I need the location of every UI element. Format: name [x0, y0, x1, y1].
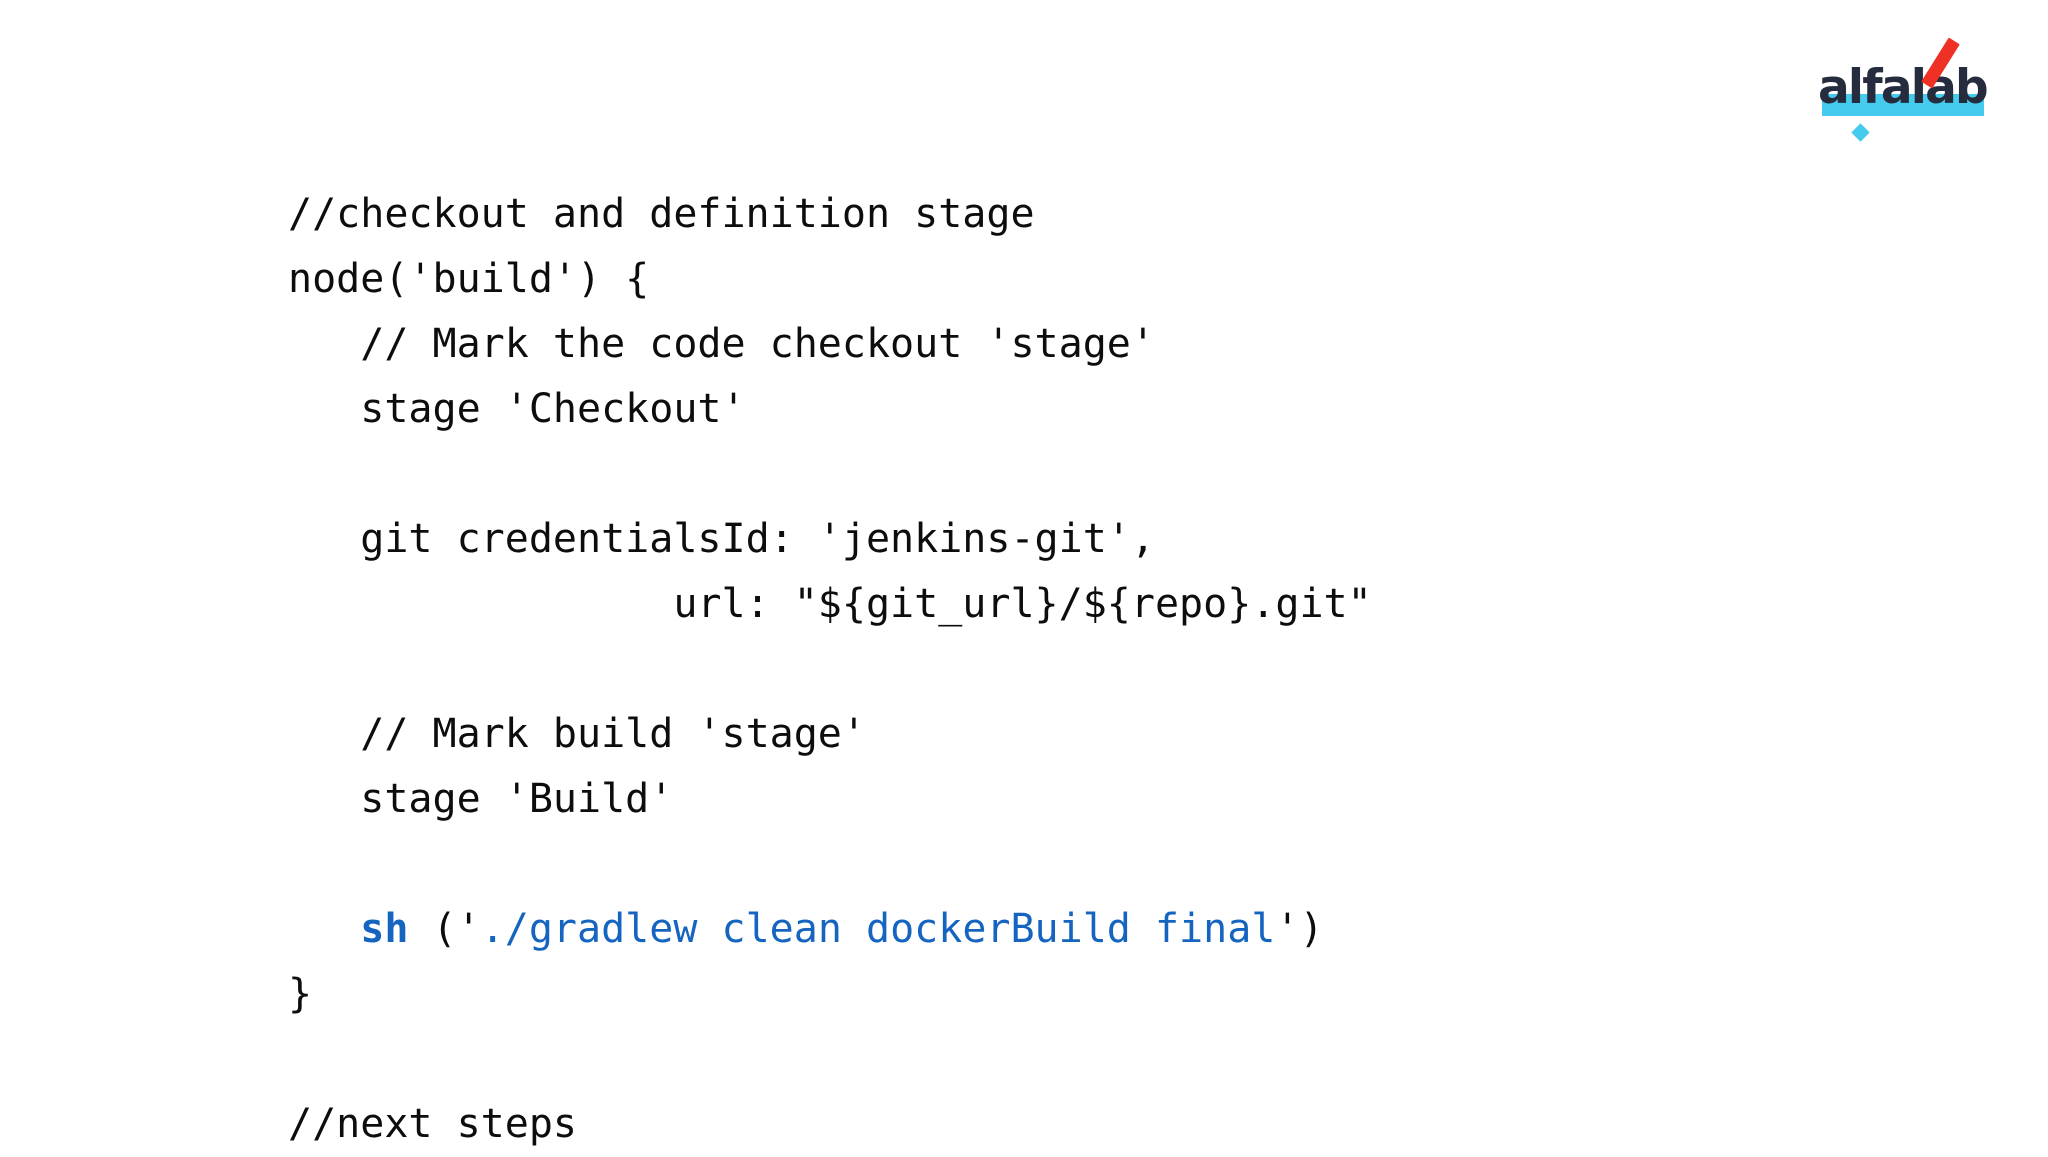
code-line: [288, 1027, 1372, 1092]
code-line: [288, 832, 1372, 897]
code-token-keyword: sh: [360, 906, 409, 952]
code-token-plain: node('build') {: [288, 256, 650, 302]
code-line: stage 'Build': [288, 767, 1372, 832]
code-line: url: "${git_url}/${repo}.git": [288, 572, 1372, 637]
logo-diamond-icon: [1851, 123, 1870, 142]
code-line: [288, 442, 1372, 507]
code-line: git credentialsId: 'jenkins-git',: [288, 507, 1372, 572]
code-snippet: //checkout and definition stage node('bui…: [288, 182, 1372, 1157]
code-line: }: [288, 962, 1372, 1027]
code-line: stage 'Checkout': [288, 377, 1372, 442]
logo-cyan-bar: [1822, 94, 1984, 116]
code-token-comment: //next steps: [288, 1101, 577, 1147]
code-token-plain: '): [1275, 906, 1324, 952]
code-token-comment: //checkout and definition stage: [288, 191, 1035, 237]
code-line: sh ('./gradlew clean dockerBuild final'): [288, 897, 1372, 962]
code-line: [288, 637, 1372, 702]
code-token-string: ./gradlew clean dockerBuild final: [480, 906, 1276, 952]
code-line: // Mark build 'stage': [288, 702, 1372, 767]
logo-wordmark: alfalab: [1818, 60, 1989, 115]
code-token-comment: // Mark the code checkout 'stage': [360, 321, 1155, 367]
code-token-plain: (': [408, 906, 481, 952]
code-token-plain: stage 'Checkout': [360, 386, 746, 432]
code-token-plain: url: "${git_url}/${repo}.git": [288, 581, 1372, 627]
code-line: // Mark the code checkout 'stage': [288, 312, 1372, 377]
code-token-comment: // Mark build 'stage': [360, 711, 866, 757]
code-token-plain: }: [288, 971, 313, 1017]
alfalab-logo: alfalab: [1818, 36, 2018, 146]
code-token-plain: stage 'Build': [360, 776, 674, 822]
code-token-plain: git credentialsId: 'jenkins-git',: [360, 516, 1155, 562]
code-line: node('build') {: [288, 247, 1372, 312]
code-line: //checkout and definition stage: [288, 182, 1372, 247]
code-line: //next steps: [288, 1092, 1372, 1157]
